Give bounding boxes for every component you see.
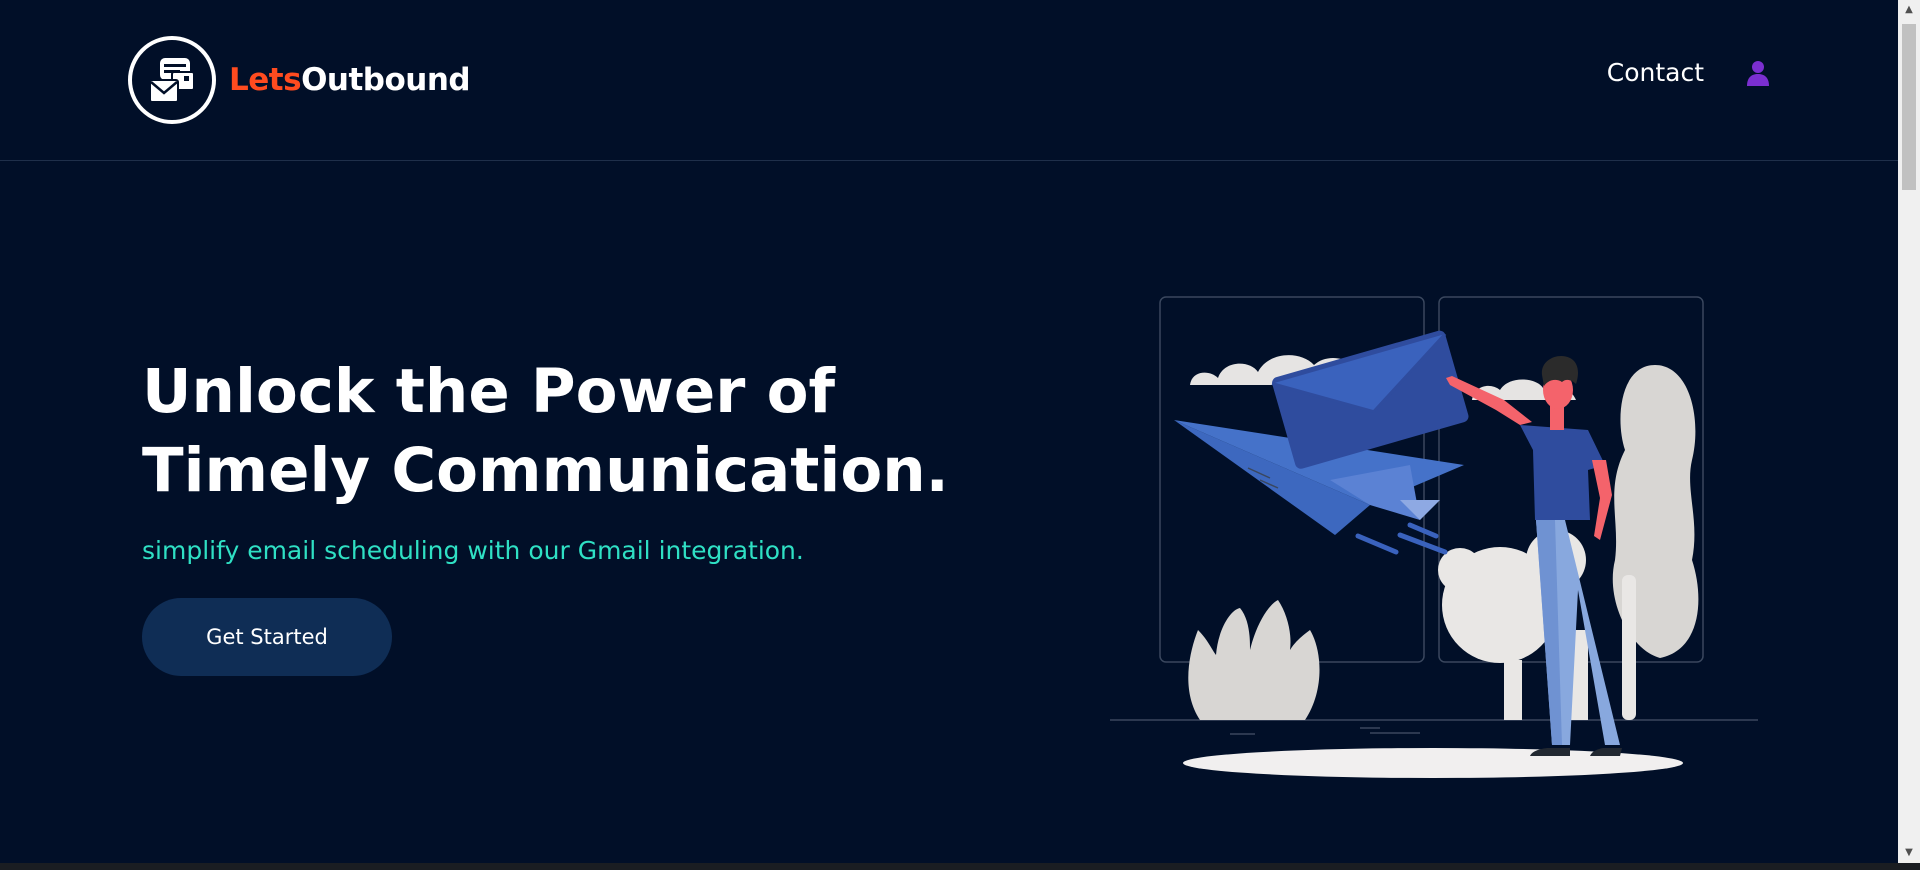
get-started-button[interactable]: Get Started (142, 598, 392, 676)
vertical-scrollbar[interactable]: ▲ ▼ (1898, 0, 1920, 863)
contact-link[interactable]: Contact (1606, 58, 1704, 87)
scroll-down-icon[interactable]: ▼ (1905, 847, 1913, 858)
brand-name: LetsOutbound (229, 62, 471, 98)
logo-mail-icon (128, 36, 216, 124)
scroll-thumb[interactable] (1902, 24, 1916, 190)
man-sending-paper-plane-illustration (1110, 296, 1758, 778)
nav-links: Contact (1607, 58, 1772, 87)
brand-name-part2: Outbound (301, 62, 471, 98)
navbar: LetsOutbound Contact (0, 0, 1898, 161)
brand-name-part1: Lets (229, 62, 302, 98)
user-icon[interactable] (1744, 59, 1772, 87)
bottom-strip (0, 863, 1920, 870)
brand-logo[interactable]: LetsOutbound (128, 36, 471, 124)
scroll-up-icon[interactable]: ▲ (1905, 4, 1913, 15)
hero-title: Unlock the Power of Timely Communication… (142, 356, 949, 506)
hero-subtitle: simplify email scheduling with our Gmail… (142, 536, 804, 565)
